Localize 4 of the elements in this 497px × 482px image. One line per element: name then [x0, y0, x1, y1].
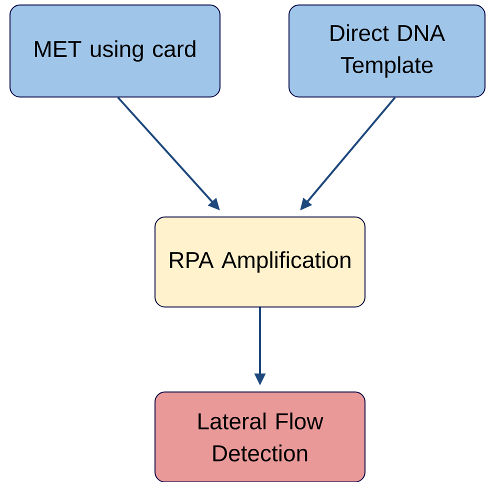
process-box: Lateral Flow Detection [154, 392, 366, 482]
process-box: Direct DNA Template [288, 4, 486, 98]
process-box: RPA Amplification [154, 216, 366, 308]
process-box: MET using card [10, 4, 220, 98]
